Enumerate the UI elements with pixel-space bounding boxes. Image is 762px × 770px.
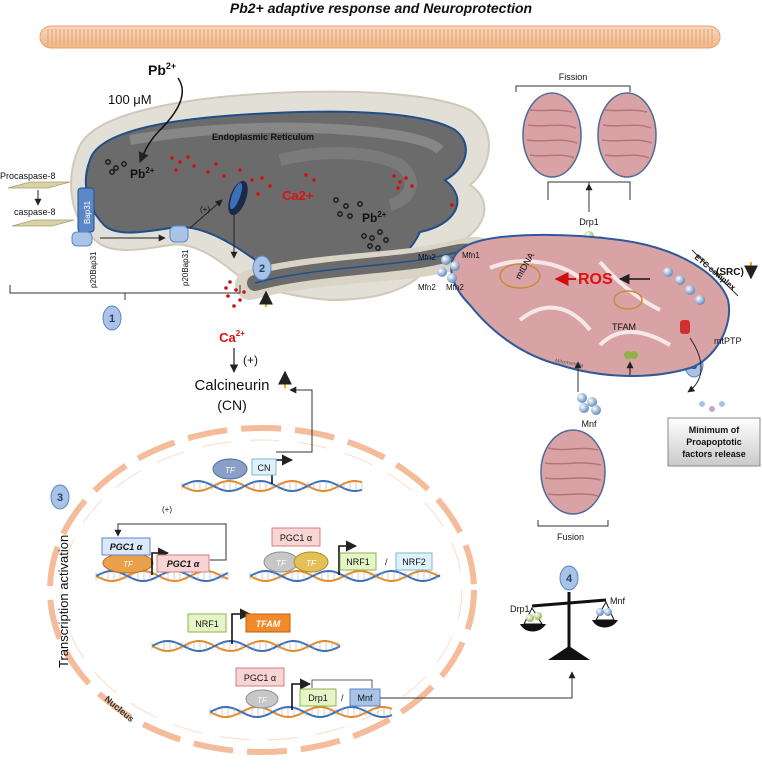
tfam-nrf1-label: NRF1 <box>195 619 219 629</box>
mfn-tether: Mfn1 Mfn2 Mfn2 Mfn2 <box>418 251 480 292</box>
er-pb-right: Pb2+ <box>362 210 387 225</box>
svg-text:TF: TF <box>276 559 287 568</box>
fusion-mito <box>540 429 606 515</box>
balance-scale: Drp1 Mnf <box>510 592 626 660</box>
nrf1-label: NRF1 <box>346 557 370 567</box>
proapoptotic-line2: Proapoptotic <box>686 437 742 447</box>
fusion-label: Fusion <box>557 532 584 542</box>
svg-text:TF: TF <box>123 560 134 569</box>
step-1-badge: 1 <box>102 305 122 331</box>
caspase-pathway: Procaspase-8 caspase-8 Bap31 p20Bap31 p2… <box>0 171 241 300</box>
nrf-pgc1a-label: PGC1 α <box>280 533 312 543</box>
svg-text:TF: TF <box>306 559 317 568</box>
gene-pgc1a-auto: TF PGC1 α PGC1 α (+) <box>101 505 227 575</box>
mtptp-channel: mtPTP <box>680 320 742 393</box>
pgc1a-plus: (+) <box>162 505 172 514</box>
endoplasmic-reticulum: Endoplasmic Reticulum Ca2+ Pb2+ Pb2+ <box>70 90 493 302</box>
fission-mito-right <box>597 92 657 178</box>
calcineurin-label: Calcineurin <box>194 377 269 394</box>
calcineurin-pathway: Ca2+ (+) Calcineurin (CN) <box>194 290 292 413</box>
src-label: (SRC) <box>716 267 744 278</box>
svg-text:/: / <box>341 693 344 703</box>
proapoptotic-box: Minimum of Proapoptotic factors release <box>667 401 761 467</box>
nucleus: Nucleus Transcription activation TF CN T… <box>47 386 576 755</box>
mfn2-left-label: Mfn2 <box>418 253 436 262</box>
svg-text:/: / <box>385 557 388 567</box>
er-ca-label: Ca2+ <box>282 188 314 203</box>
pb-dose: 100 μM <box>108 92 152 107</box>
fission-group: Fission Drp1 <box>515 72 657 252</box>
procaspase-label: Procaspase-8 <box>0 171 56 181</box>
svg-text:1: 1 <box>109 313 115 325</box>
drp1-pgc1a-label: PGC1 α <box>244 673 276 683</box>
p20bap31-right: p20Bap31 <box>181 249 190 286</box>
ca-cyto-label: Ca2+ <box>219 329 245 345</box>
svg-text:TF: TF <box>225 466 236 475</box>
step-2-badge: 2 <box>252 255 272 281</box>
fission-label: Fission <box>559 72 588 82</box>
mfn2-bottom-label: Mfn2 <box>418 283 436 292</box>
ca-channel <box>224 180 248 308</box>
drp1-gene-label: Drp1 <box>308 693 328 703</box>
gene-cn: TF CN <box>212 386 313 484</box>
tfam-mito-label: TFAM <box>612 322 636 332</box>
bap31-plus: (+) <box>200 205 210 214</box>
nucleus-label: Nucleus <box>103 694 136 724</box>
ros-label: ROS <box>578 271 613 288</box>
er-label: Endoplasmic Reticulum <box>212 132 314 142</box>
figure-title: Pb2+ adaptive response and Neuroprotecti… <box>229 0 533 16</box>
caspase-label: caspase-8 <box>14 207 56 217</box>
p20bap31-left: p20Bap31 <box>89 251 98 288</box>
fusion-group: Mnf Fusion <box>537 361 609 542</box>
svg-text:TF: TF <box>257 696 268 705</box>
proapoptotic-line3: factors release <box>682 449 746 459</box>
cell-membrane <box>39 25 721 49</box>
mfn1-label: Mfn1 <box>462 251 480 260</box>
svg-text:3: 3 <box>57 492 63 504</box>
pgc1a-gene-label: PGC1 α <box>167 559 200 569</box>
transcription-activation-label: Transcription activation <box>56 535 71 668</box>
step-badges: 1 2 3 4 5 <box>50 255 704 591</box>
tfam-gene-label: TFAM <box>256 619 281 629</box>
fission-drp1-label: Drp1 <box>579 217 599 227</box>
step-3-badge: 3 <box>50 484 70 510</box>
nrf2-label: NRF2 <box>402 557 426 567</box>
proapoptotic-line1: Minimum of <box>689 425 740 435</box>
svg-text:2: 2 <box>259 263 265 275</box>
gene-drp1-mnf: PGC1 α TF Drp1 / Mnf <box>235 667 576 710</box>
gene-nrf: PGC1 α TF TF NRF1 / NRF2 <box>263 527 433 575</box>
mtptp-label: mtPTP <box>714 336 742 346</box>
ca-plus: (+) <box>243 353 258 367</box>
svg-text:4: 4 <box>566 573 573 585</box>
pgc1a-protein-label: PGC1 α <box>110 542 143 552</box>
cn-abbrev: (CN) <box>217 397 247 413</box>
balance-drp1-label: Drp1 <box>510 604 530 614</box>
fission-mito-left <box>522 92 582 178</box>
src-indicator: (SRC) <box>716 262 758 280</box>
gene-cn-label: CN <box>258 463 271 473</box>
mito-label: Mitochondria <box>555 358 584 369</box>
mfn2-right-label: Mfn2 <box>446 283 464 292</box>
bap31-label: Bap31 <box>83 200 92 224</box>
pb-top-label: Pb2+ <box>148 61 176 78</box>
fusion-mnf-label: Mnf <box>581 419 597 429</box>
er-pb-left: Pb2+ <box>130 166 155 181</box>
pb-entry: Pb2+ 100 μM <box>108 61 184 163</box>
step-4-badge: 4 <box>559 565 579 591</box>
balance-mnf-label: Mnf <box>610 596 626 606</box>
mnf-gene-label: Mnf <box>357 693 373 703</box>
gene-tfam: NRF1 TFAM <box>187 608 291 644</box>
